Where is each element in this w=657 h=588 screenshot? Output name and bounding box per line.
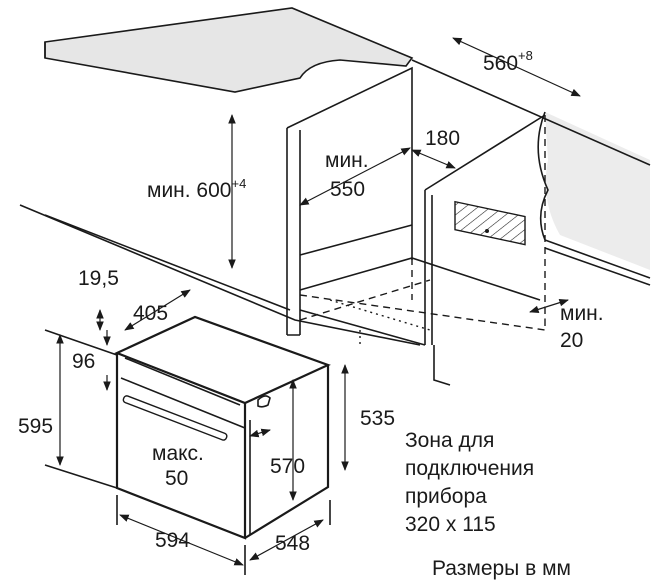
label-535: 535 [360,407,395,430]
oven [114,315,331,540]
label-max-50-a: макс. [152,442,204,465]
label-zone-1: Зона для [405,429,494,452]
label-560: 560+8 [483,48,533,75]
right-wall [411,59,651,286]
label-zone-4: 320 x 115 [405,513,496,536]
label-405: 405 [133,302,168,325]
label-units: Размеры в мм [432,557,571,580]
label-570: 570 [270,455,305,478]
label-594: 594 [155,529,190,552]
label-min-20-a: мин. [560,302,604,325]
label-zone-3: прибора [405,485,487,508]
label-96: 96 [72,350,95,373]
label-595: 595 [18,415,53,438]
label-548: 548 [275,532,310,555]
dimension-labels: мин. 600+4 мин. 550 180 560+8 мин. 20 19… [18,48,604,580]
label-180: 180 [425,127,460,150]
label-min-20-b: 20 [560,329,583,352]
floor-lines [19,204,426,346]
door-handle [122,395,228,441]
dimension-lines [44,37,581,575]
label-zone-2: подключения [405,457,534,480]
connection-zone-hatch [454,200,526,246]
countertop [44,7,414,93]
cabinet-niche [286,66,546,386]
label-19-5: 19,5 [78,267,119,290]
label-max-50-b: 50 [165,467,188,490]
label-min-550-a: мин. [325,149,369,172]
label-min-600: мин. 600+4 [147,176,246,202]
label-min-550-b: 550 [330,178,365,201]
